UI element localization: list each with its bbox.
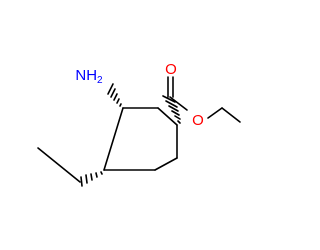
carbonyl-oxygen-label: O xyxy=(165,61,177,78)
ring-bond-c4-c3 xyxy=(103,107,124,171)
ester-oxygen-label: O xyxy=(192,112,204,129)
structure-canvas: NH2 O O xyxy=(37,61,241,187)
hashed-wedge-c4-ethyl xyxy=(80,171,103,187)
amine-label: NH2 xyxy=(75,67,103,86)
ester-bond-c-o xyxy=(169,96,188,111)
ring-bond-c6-c5 xyxy=(154,157,178,171)
amine-subscript: 2 xyxy=(97,75,103,86)
hashed-wedge-c3-amine xyxy=(107,83,122,107)
ester-bond-o-ch2 xyxy=(207,107,223,119)
molecule-drawing: NH2 O O xyxy=(37,61,241,187)
ring-bond-c2-c1 xyxy=(157,107,178,126)
hashed-wedge-c1-carbonyl xyxy=(162,95,181,124)
ethyl-bond xyxy=(37,147,81,183)
ester-bond-ch2-ch3 xyxy=(221,107,241,123)
amine-text: NH xyxy=(75,67,97,84)
